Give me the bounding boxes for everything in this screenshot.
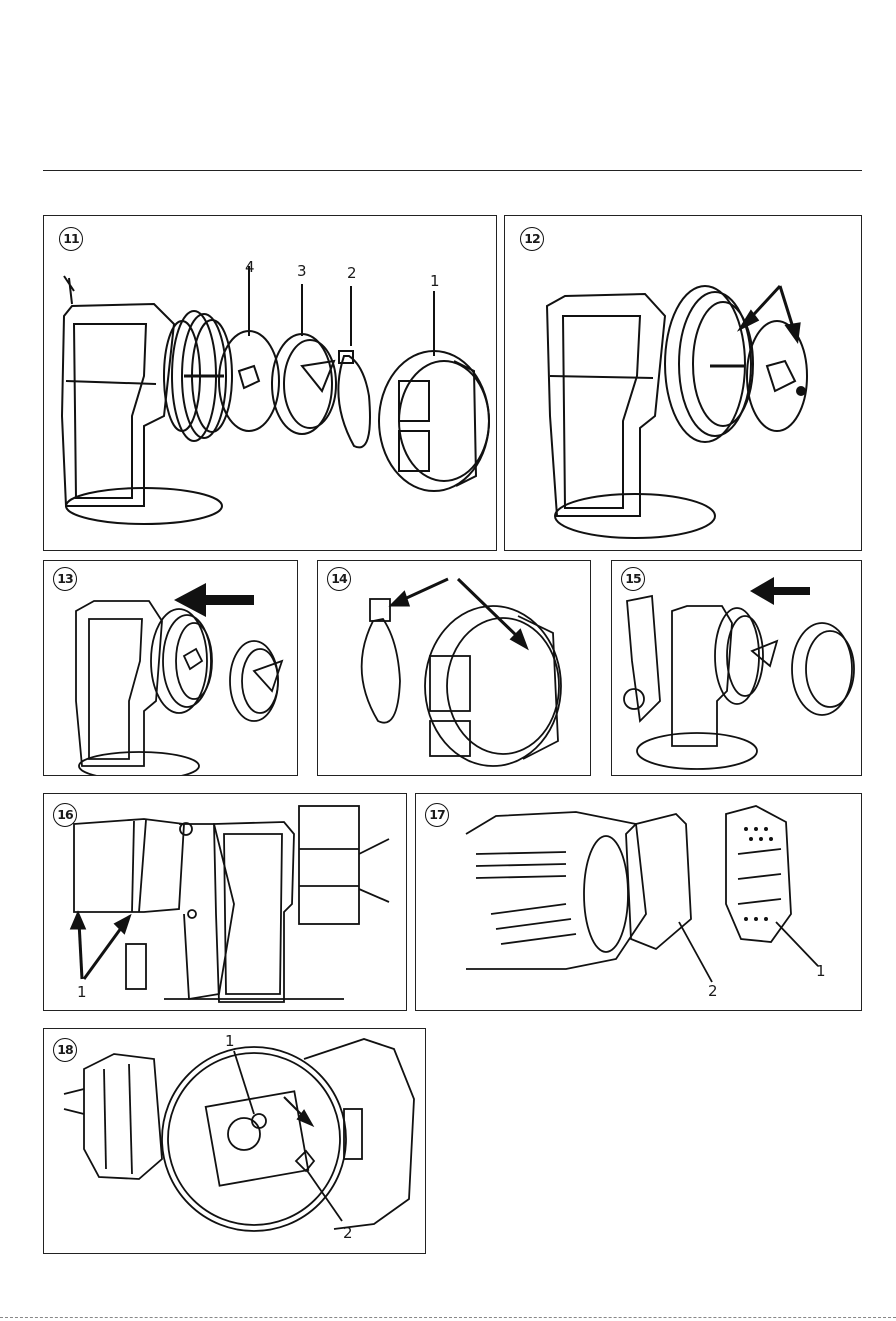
filter-replacement-illustration — [416, 794, 862, 1011]
nozzle-tube-side-illustration — [44, 794, 407, 1011]
figure-16-panel: 16 1 — [43, 793, 407, 1011]
spray-gun-body-icon — [62, 304, 174, 506]
figure-14-panel: 14 — [317, 560, 591, 776]
arrow-icon — [284, 1097, 312, 1125]
nozzle-ring-icon — [379, 351, 489, 491]
arrow-icon — [392, 579, 526, 647]
container-valve-illustration — [44, 1029, 426, 1254]
filter-grille-icon — [726, 806, 791, 942]
figure-18-panel: 18 1 2 — [43, 1028, 426, 1254]
arrow-icon — [72, 914, 129, 979]
air-cap-alignment-illustration — [505, 216, 862, 551]
arrow-icon — [750, 577, 810, 605]
exploded-nozzle-illustration — [44, 216, 497, 551]
attach-air-cap-illustration — [44, 561, 298, 776]
clip-insertion-illustration — [318, 561, 591, 776]
attach-nozzle-ring-illustration — [612, 561, 862, 776]
header-divider — [43, 170, 862, 171]
figure-17-panel: 17 2 1 — [415, 793, 862, 1011]
air-cap-disc-icon — [219, 331, 279, 431]
page-bottom-edge — [0, 1317, 896, 1318]
figure-11-panel: 11 4 3 2 1 — [43, 215, 497, 551]
figure-15-panel: 15 — [611, 560, 862, 776]
figure-13-panel: 13 — [43, 560, 298, 776]
figure-12-panel: 12 — [504, 215, 862, 551]
arrow-icon — [174, 583, 254, 617]
